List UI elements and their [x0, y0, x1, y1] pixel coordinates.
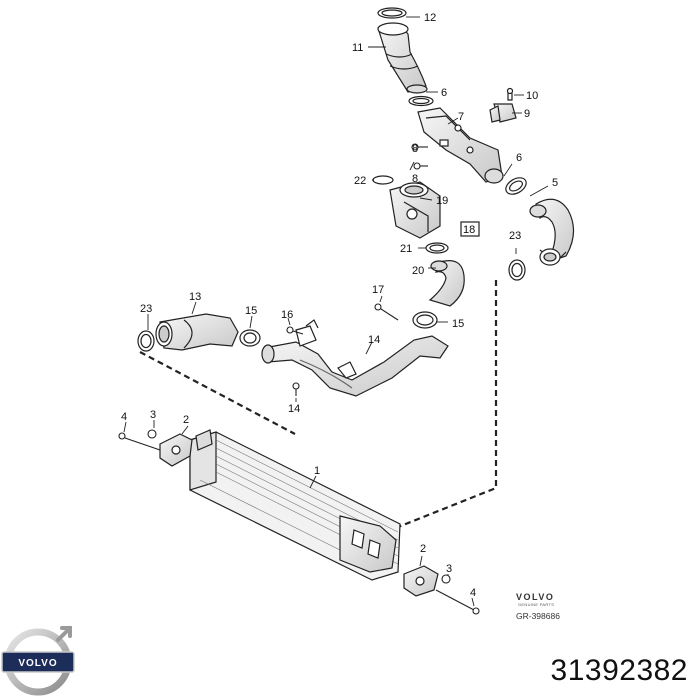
callout-6-lower: 6 [516, 152, 522, 164]
callout-7: 7 [458, 111, 464, 123]
part-9-sensor [489, 103, 517, 123]
part-14-charge-pipe [261, 319, 449, 397]
callout-9: 9 [524, 108, 530, 120]
brand-wordmark: VOLVO [516, 592, 554, 602]
part-2-bracket-upper [159, 433, 193, 467]
part-number: 31392382 [550, 654, 688, 687]
part-1-intercooler [189, 429, 401, 581]
callout-20: 20 [412, 265, 424, 277]
callout-23-left: 23 [140, 303, 152, 315]
part-14-bolt [292, 382, 300, 396]
part-18-box [460, 221, 480, 237]
part-22-ring [372, 175, 394, 185]
callout-3-lower: 3 [446, 563, 452, 575]
part-15-clamp-right [412, 311, 438, 329]
leader-lines [123, 16, 549, 607]
callout-2-upper: 2 [183, 414, 189, 426]
part-16-bolt [286, 326, 304, 335]
callout-14-lower: 14 [288, 403, 300, 415]
callout-2-lower: 2 [420, 543, 426, 555]
part-23-ring-left [137, 330, 155, 352]
part-4-bolt-upper [118, 432, 161, 451]
callout-11: 11 [352, 42, 363, 54]
genuine-parts-mark: VOLVO GENUINE PARTS GR-398686 [516, 592, 560, 621]
callout-5: 5 [552, 177, 558, 189]
part-7-intake-pipe [417, 107, 504, 184]
part-21-ring [425, 242, 449, 254]
part-5-hose [529, 198, 575, 266]
callout-1: 1 [314, 465, 320, 477]
part-3-nut-lower [441, 574, 451, 584]
callout-3-upper: 3 [150, 409, 156, 421]
callout-23-right: 23 [509, 230, 521, 242]
part-20-hose [428, 260, 465, 307]
diagram-reference-code: GR-398686 [516, 611, 560, 621]
part-2-bracket-lower [403, 565, 439, 597]
part-4-bolt-lower [435, 589, 480, 615]
part-23-ring-right [508, 259, 526, 281]
dashed-connection-lines [139, 280, 498, 537]
callout-4-lower: 4 [470, 587, 476, 599]
callout-17: 17 [372, 284, 384, 296]
callout-15-right: 15 [452, 318, 464, 330]
part-3-nut-upper [147, 429, 157, 439]
part-6-ring-upper [408, 95, 434, 107]
callout-8-lower: 8 [412, 173, 418, 185]
callout-14-right: 14 [368, 334, 380, 346]
callout-18: 18 [463, 224, 475, 236]
brand-subtitle: GENUINE PARTS [518, 602, 554, 607]
callout-15-left: 15 [245, 305, 257, 317]
callout-labels: 12 11 6 10 9 7 8 8 6 5 22 19 18 21 20 23… [121, 12, 558, 599]
callout-8-upper: 8 [412, 143, 418, 155]
part-6-ring-lower [505, 177, 527, 195]
callout-10: 10 [526, 90, 538, 102]
callout-13: 13 [189, 291, 201, 303]
part-13-hose [155, 313, 239, 351]
callout-19: 19 [436, 195, 448, 207]
part-12-seal-ring [377, 7, 407, 19]
part-10-pin [506, 87, 514, 101]
callout-16: 16 [281, 309, 293, 321]
part-17-bolt [374, 303, 399, 321]
callout-4-upper: 4 [121, 411, 127, 423]
part-19-throttle-body [389, 181, 441, 239]
callout-12: 12 [424, 12, 436, 24]
logo-wordmark: VOLVO [18, 658, 57, 669]
callout-21: 21 [400, 243, 412, 255]
part-11-inlet-hose [377, 22, 428, 94]
part-15-clamp-left [239, 329, 261, 347]
callout-6-upper: 6 [441, 87, 447, 99]
callout-22: 22 [354, 175, 366, 187]
volvo-logo: VOLVO [1, 626, 75, 696]
part-8-bolts [411, 143, 428, 170]
